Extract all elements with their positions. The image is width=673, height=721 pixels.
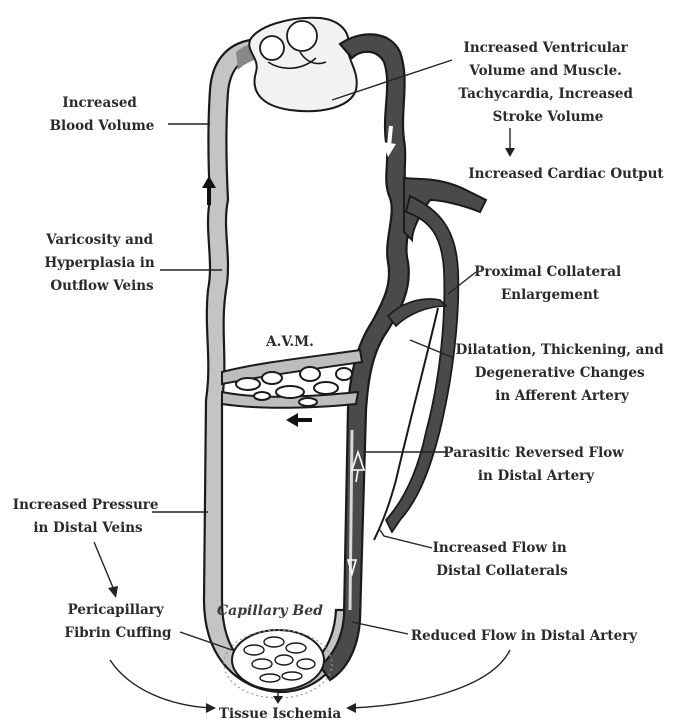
label-cardiac-output: Increased Cardiac Output bbox=[468, 166, 664, 182]
label-ventricular: Increased Ventricular Volume and Muscle.… bbox=[458, 40, 637, 125]
label-dilatation-line-3: in Afferent Artery bbox=[495, 388, 630, 404]
label-distal-collaterals: Increased Flow in Distal Collaterals bbox=[433, 540, 572, 579]
arrow-to-cardiac-output bbox=[505, 128, 515, 157]
label-dilatation-line-2: Degenerative Changes bbox=[475, 365, 645, 381]
label-varicosity-line-1: Varicosity and bbox=[45, 232, 154, 248]
label-distal-collaterals-line-1: Increased Flow in bbox=[433, 540, 567, 556]
label-blood-volume-line-1: Increased bbox=[62, 95, 137, 111]
label-proximal-collateral-line-2: Enlargement bbox=[501, 287, 600, 303]
label-proximal-collateral: Proximal Collateral Enlargement bbox=[474, 264, 626, 303]
label-reduced-flow: Reduced Flow in Distal Artery bbox=[411, 628, 638, 644]
label-parasitic: Parasitic Reversed Flow in Distal Artery bbox=[443, 445, 628, 484]
leader-reduced-flow bbox=[352, 622, 408, 634]
label-parasitic-line-1: Parasitic Reversed Flow bbox=[443, 445, 624, 461]
label-ventricular-line-1: Increased Ventricular bbox=[464, 40, 629, 56]
label-ischemia: Tissue Ischemia bbox=[219, 706, 341, 721]
label-varicosity: Varicosity and Hyperplasia in Outflow Ve… bbox=[45, 232, 160, 294]
label-varicosity-line-2: Hyperplasia in bbox=[45, 255, 155, 271]
label-dilatation-line-1: Dilatation, Thickening, and bbox=[456, 342, 665, 358]
label-avm: A.V.M. bbox=[265, 334, 314, 350]
label-parasitic-line-2: in Distal Artery bbox=[478, 468, 595, 484]
label-distal-veins: Increased Pressure in Distal Veins bbox=[13, 497, 163, 536]
label-fibrin-line-2: Fibrin Cuffing bbox=[65, 625, 172, 641]
label-varicosity-line-3: Outflow Veins bbox=[50, 278, 154, 294]
label-dilatation: Dilatation, Thickening, and Degenerative… bbox=[456, 342, 669, 404]
label-distal-veins-line-2: in Distal Veins bbox=[33, 520, 143, 536]
label-fibrin: Pericapillary Fibrin Cuffing bbox=[65, 602, 172, 641]
label-ventricular-line-4: Stroke Volume bbox=[493, 109, 604, 125]
artery-lumen-stripe bbox=[350, 430, 352, 610]
label-ventricular-line-3: Tachycardia, Increased bbox=[458, 86, 633, 102]
label-blood-volume: Increased Blood Volume bbox=[50, 95, 155, 134]
label-distal-veins-line-1: Increased Pressure bbox=[13, 497, 159, 513]
avm-network bbox=[222, 350, 362, 408]
label-distal-collaterals-line-2: Distal Collaterals bbox=[436, 563, 568, 579]
label-ventricular-line-2: Volume and Muscle. bbox=[468, 63, 621, 79]
leader-distal-collaterals bbox=[380, 530, 432, 548]
flow-arrow-left bbox=[286, 413, 312, 427]
arrow-veins-to-fibrin bbox=[94, 542, 118, 598]
label-proximal-collateral-line-1: Proximal Collateral bbox=[474, 264, 621, 280]
label-fibrin-line-1: Pericapillary bbox=[68, 602, 165, 618]
arrow-reduced-to-ischemia bbox=[346, 650, 510, 713]
label-capillary-bed: Capillary Bed bbox=[217, 603, 323, 619]
heart-chamber-right bbox=[287, 21, 317, 51]
heart-chamber-left bbox=[260, 36, 284, 60]
arrow-fibrin-to-ischemia bbox=[110, 660, 216, 713]
label-blood-volume-line-2: Blood Volume bbox=[50, 118, 155, 134]
